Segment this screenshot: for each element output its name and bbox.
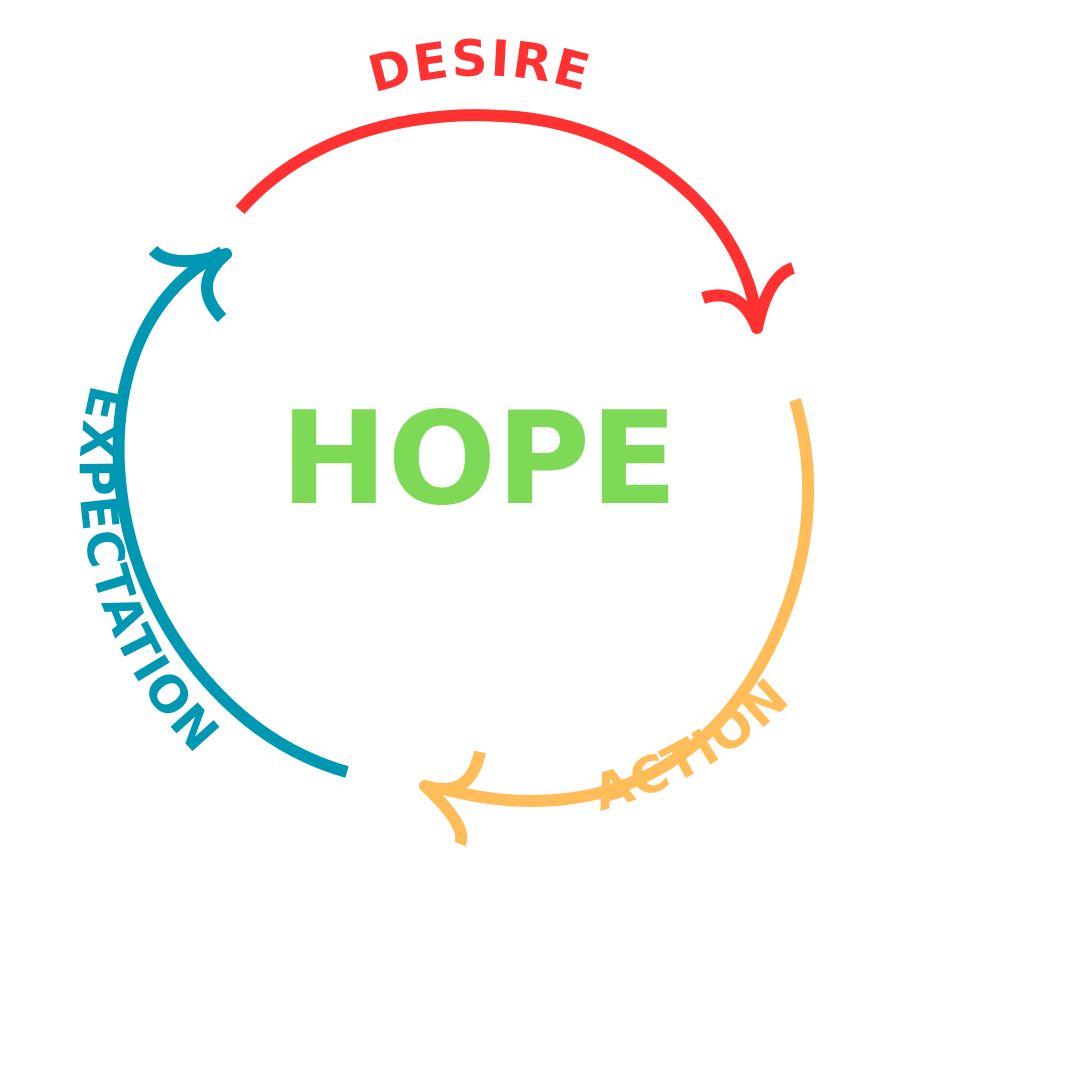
- expectation-arc: [112, 246, 349, 778]
- action-arc: [438, 398, 815, 807]
- desire-arrowhead: [701, 262, 796, 334]
- label-expectation-text: EXPECTATION: [68, 381, 229, 764]
- action-arrowhead: [419, 750, 486, 847]
- label-desire-text: DESIRE: [362, 29, 595, 104]
- desire-arrow: [235, 109, 796, 334]
- label-action: ACTION: [586, 667, 801, 823]
- label-expectation: EXPECTATION: [68, 381, 231, 764]
- center-label: HOPE: [280, 385, 677, 534]
- label-desire: DESIRE: [362, 29, 597, 104]
- expectation-arrowhead: [148, 245, 232, 323]
- desire-arc: [235, 109, 763, 321]
- action-arrow: [419, 398, 815, 847]
- label-action-text: ACTION: [586, 667, 799, 823]
- expectation-arrow: [112, 245, 349, 778]
